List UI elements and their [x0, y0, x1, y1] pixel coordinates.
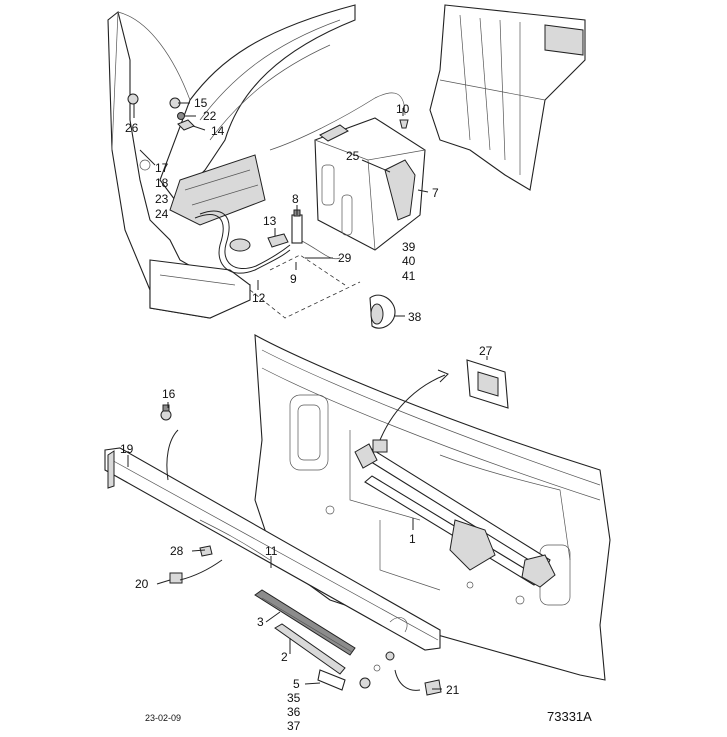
- callout-19: 19: [120, 442, 134, 456]
- fender-panel: [429, 4, 586, 191]
- panel-clips: [127, 93, 195, 131]
- callout-8: 8: [292, 192, 299, 206]
- callout-labels: 15 22 14 26 17 18 23 24 10 25 7 8 13 39 …: [120, 96, 493, 733]
- callout-37: 37: [287, 719, 301, 733]
- callout-18: 18: [155, 176, 169, 190]
- callout-17: 17: [155, 161, 169, 175]
- leader-lines: [127, 102, 488, 690]
- dashed-guide: [249, 254, 361, 319]
- horn: [369, 294, 396, 329]
- pointer-arrow-16: [166, 429, 179, 481]
- callout-9: 9: [290, 272, 297, 286]
- callout-14: 14: [211, 124, 225, 138]
- callout-16: 16: [162, 387, 176, 401]
- callout-22: 22: [203, 109, 217, 123]
- callout-10: 10: [396, 102, 410, 116]
- motor-bracket: [466, 359, 509, 409]
- callout-5: 5: [293, 677, 300, 691]
- callout-38: 38: [408, 310, 422, 324]
- callout-25: 25: [346, 149, 360, 163]
- callout-12: 12: [252, 291, 266, 305]
- callout-1: 1: [409, 532, 416, 546]
- pointer-arrow-21: [394, 669, 421, 691]
- callout-23: 23: [155, 192, 169, 206]
- callout-21: 21: [446, 683, 460, 697]
- wiper-linkage: [354, 439, 556, 588]
- callout-36: 36: [287, 705, 301, 719]
- callout-41: 41: [402, 269, 416, 283]
- wiper-arm: [274, 623, 346, 691]
- callout-24: 24: [155, 207, 169, 221]
- callout-40: 40: [402, 254, 416, 268]
- callout-13: 13: [263, 214, 277, 228]
- pointer-arrowhead-27: [437, 369, 449, 383]
- callout-35: 35: [287, 691, 301, 705]
- callout-2: 2: [281, 650, 288, 664]
- cowl-rail: [104, 447, 441, 651]
- drawing-number: 73331A: [547, 709, 592, 724]
- callout-29: 29: [338, 251, 352, 265]
- callout-20: 20: [135, 577, 149, 591]
- callout-27: 27: [479, 344, 493, 358]
- pointer-arrow-27: [379, 374, 446, 441]
- callout-15: 15: [194, 96, 208, 110]
- fasteners: [160, 404, 442, 696]
- washer-hose: [194, 210, 341, 274]
- clip-10: [399, 119, 409, 129]
- pointer-arrow-20: [179, 559, 223, 581]
- callout-7: 7: [432, 186, 439, 200]
- callout-39: 39: [402, 240, 416, 254]
- callout-3: 3: [257, 615, 264, 629]
- callout-28: 28: [170, 544, 184, 558]
- callout-11: 11: [265, 544, 278, 558]
- drawing-date: 23-02-09: [145, 713, 181, 723]
- wiper-blade: [254, 589, 356, 656]
- washer-reservoir: [314, 117, 426, 251]
- left-inner-panel: [107, 4, 356, 319]
- callout-26: 26: [125, 121, 139, 135]
- vent-tube: [269, 92, 406, 151]
